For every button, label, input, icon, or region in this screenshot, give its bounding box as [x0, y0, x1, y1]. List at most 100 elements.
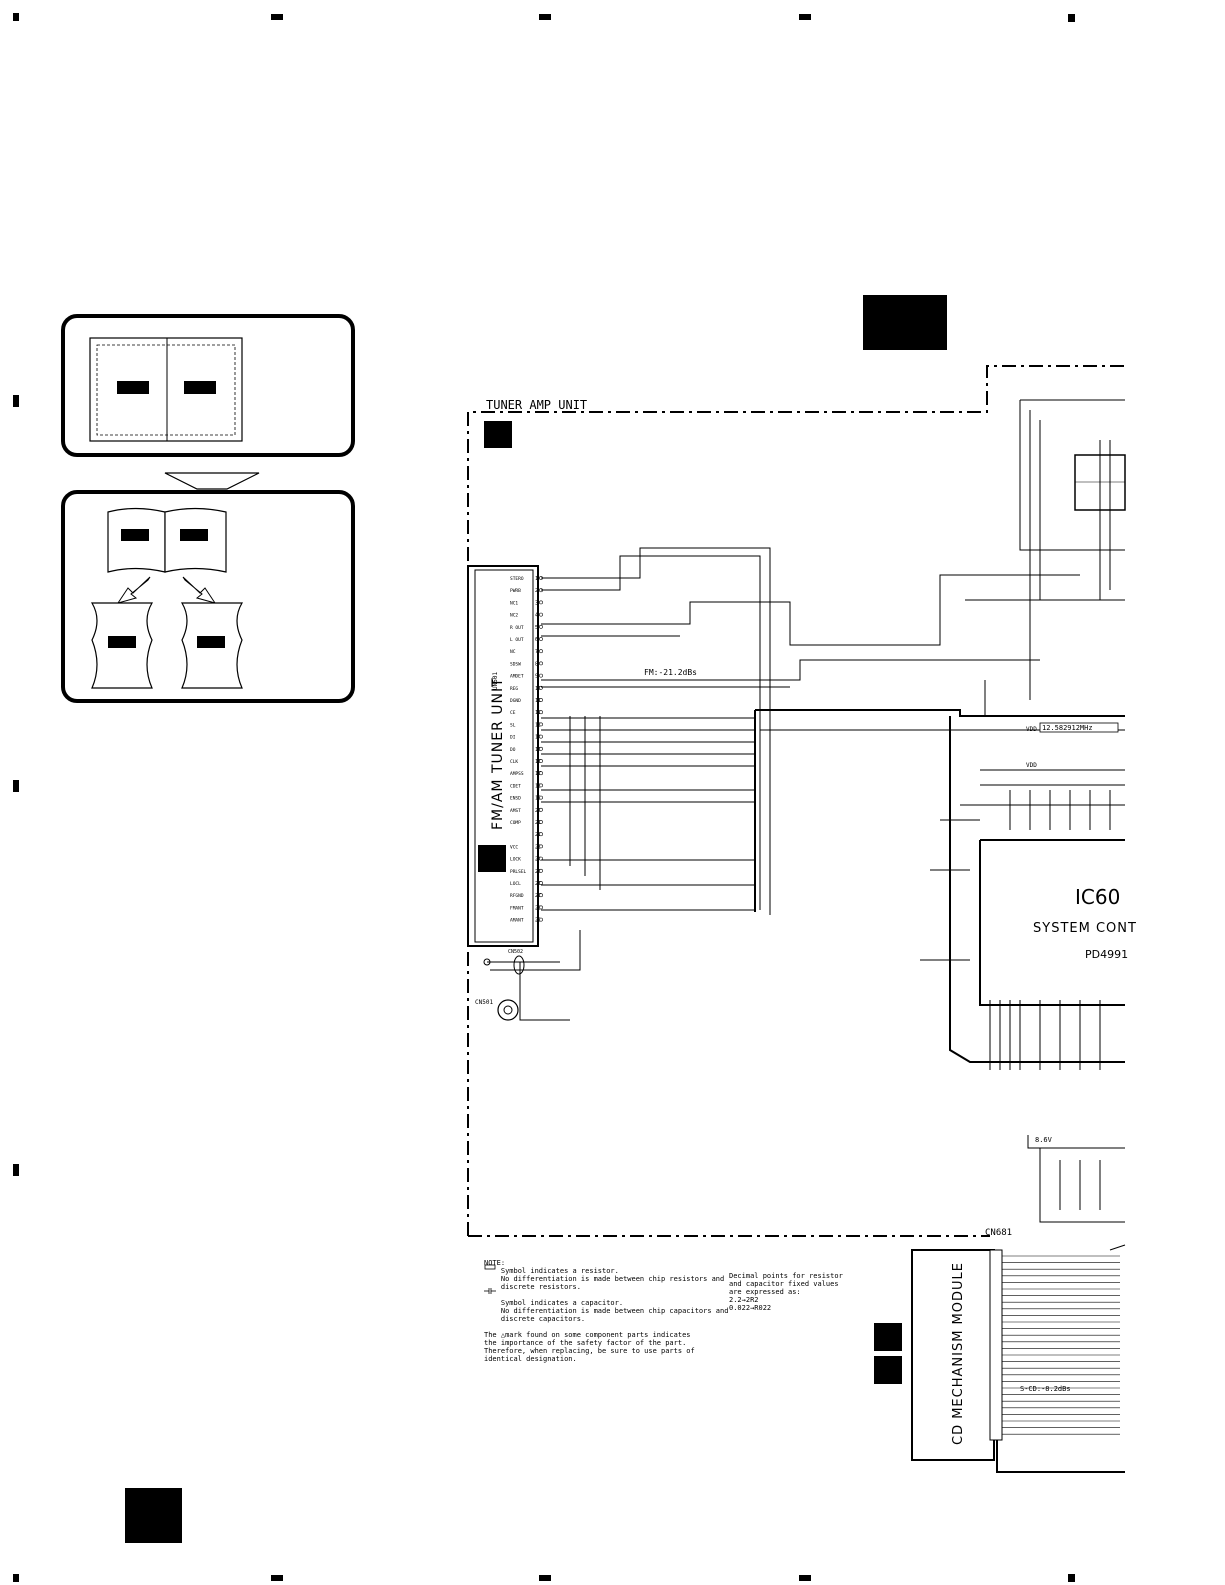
tuner-pin-terminal: [539, 832, 543, 837]
tuner-pin-number: 1: [535, 576, 538, 582]
tuner-pin-name: AMPSS: [510, 771, 524, 777]
tuner-pin-name: LOCK: [510, 857, 521, 863]
tuner-pin-number: 22: [535, 832, 541, 838]
tuner-pin-terminal: [539, 673, 543, 678]
tuner-pin-number: 10: [535, 686, 541, 692]
tuner-pin-number: 3: [535, 600, 538, 606]
tuner-pin-name: REG: [510, 686, 518, 692]
cd-mechanism-module: CD MECHANISM MODULE CN681 S-CD:-8.2dBs: [911, 1228, 1126, 1473]
cd-marker-b: [874, 1356, 902, 1384]
tuner-pin-number: 14: [535, 735, 541, 741]
tuner-pin-name: NC2: [510, 613, 518, 619]
tuner-pin-name: AMDET: [510, 674, 524, 680]
tuner-pin-name: PRLSEL: [510, 869, 527, 875]
ic-name: SYSTEM CONT: [1033, 921, 1137, 936]
tuner-wiring: [487, 399, 1125, 1070]
cd-marker-a: [874, 1323, 902, 1351]
tuner-pin-number: 11: [535, 698, 541, 704]
tuner-pin-terminal: [539, 783, 543, 788]
antenna-connector: [497, 999, 519, 1021]
tuner-pin-terminal: [539, 661, 543, 666]
tuner-pin-number: 4: [535, 613, 538, 619]
note-symbols: [484, 1264, 496, 1294]
tuner-pin-name: R OUT: [510, 625, 524, 631]
tuner-pin-number: 12: [535, 710, 541, 716]
notes-decimal: Decimal points for resistor and capacito…: [729, 1272, 843, 1312]
ic-label: IC60: [1075, 885, 1120, 909]
tuner-amp-boundary: [467, 365, 1125, 1236]
tuner-pin-name: LOCL: [510, 881, 521, 887]
system-controller-ic: IC60 SYSTEM CONT PD4991: [979, 839, 1137, 1006]
tuner-pin-name: PWRB: [510, 588, 521, 594]
section-marker: [863, 295, 947, 350]
tuner-pin-terminal: [539, 893, 543, 898]
tuner-pin-number: 2: [535, 588, 538, 594]
tuner-pin-terminal: [539, 771, 543, 776]
tuner-pin-number: 28: [535, 905, 541, 911]
cd-pin-lines: [1002, 1255, 1120, 1435]
tuner-pin-number: 23: [535, 844, 541, 850]
tuner-pin-name: AMST: [510, 808, 521, 814]
tuner-pin-name: SDSW: [510, 661, 521, 667]
tuner-pin-name: ENSD: [510, 796, 521, 802]
tuner-pin-number: 16: [535, 759, 541, 765]
tuner-pin-terminal: [539, 600, 543, 605]
tuner-pin-number: 17: [535, 771, 541, 777]
ic-part: PD4991: [1085, 948, 1128, 961]
tuner-pin-number: 9: [535, 674, 538, 680]
tuner-pin-name: CLK: [510, 759, 518, 765]
tuner-pin-terminal: [539, 905, 543, 910]
tuner-module-label: FM/AM TUNER UNIT: [490, 677, 506, 830]
tuner-pin-number: 26: [535, 881, 541, 887]
tuner-pin-number: 24: [535, 857, 541, 863]
tuner-pin-terminal: [539, 710, 543, 715]
page-layout-diagram: [61, 314, 355, 703]
tuner-pin-number: 15: [535, 747, 541, 753]
page-number-block: [125, 1488, 182, 1543]
tuner-pin-terminal: [539, 759, 543, 763]
tuner-pin-name: NC: [510, 649, 516, 655]
cd-connector-label: CN681: [985, 1228, 1012, 1238]
notes-title: NOTE:: [484, 1259, 506, 1267]
notes-body: Symbol indicates a resistor. No differen…: [484, 1267, 729, 1363]
tuner-pin-name: DI: [510, 735, 516, 741]
tuner-pin-terminal: [539, 722, 543, 727]
tuner-pin-name: DO: [510, 747, 516, 753]
tuner-pin-name: STERO: [510, 576, 524, 582]
tuner-pin-name: CE: [510, 710, 516, 716]
tuner-pin-name: COMP: [510, 820, 521, 826]
tuner-pin-terminal: [539, 820, 543, 824]
tuner-pin-terminal: [539, 612, 543, 617]
registration-marks: [13, 13, 1075, 1582]
tuner-pin-number: 19: [535, 796, 541, 802]
xtal-label: 12.582912MHz: [1042, 724, 1093, 732]
tuner-pin-number: 13: [535, 722, 541, 728]
tuner-pin-number: 25: [535, 869, 541, 875]
tuner-pin-number: 6: [535, 637, 538, 643]
power-section: 8.6V: [1027, 1135, 1125, 1223]
tuner-module-ref: UN501: [492, 672, 499, 690]
tuner-pin-terminal: [539, 795, 543, 800]
cd-level-label: S-CD:-8.2dBs: [1020, 1385, 1071, 1393]
cn501-label: CN501: [475, 999, 493, 1006]
top-chip: [1074, 454, 1126, 511]
tuner-pin-number: 21: [535, 820, 541, 826]
tuner-pin-name: SL: [510, 722, 516, 728]
tuner-pin-name: VCC: [510, 844, 518, 850]
tuner-pin-terminal: [539, 868, 543, 873]
tuner-pin-name: FMANT: [510, 905, 524, 911]
tuner-pin-terminal: [539, 807, 543, 812]
tuner-pin-name: DGND: [510, 698, 521, 704]
tuner-pin-name: CDET: [510, 783, 521, 789]
tuner-marker: [478, 845, 506, 872]
tuner-pin-name: AMANT: [510, 918, 524, 924]
tuner-pin-name: NC1: [510, 600, 518, 606]
tuner-pin-number: 5: [535, 625, 538, 631]
fm-level-label: FM:-21.2dBs: [644, 668, 697, 677]
tuner-pin-terminal: [539, 881, 543, 885]
tuner-pin-number: 8: [535, 661, 538, 667]
tuner-pin-terminal: [539, 734, 543, 739]
tuner-pin-terminal: [539, 844, 543, 849]
vdd-label: VDD: [1026, 726, 1037, 733]
